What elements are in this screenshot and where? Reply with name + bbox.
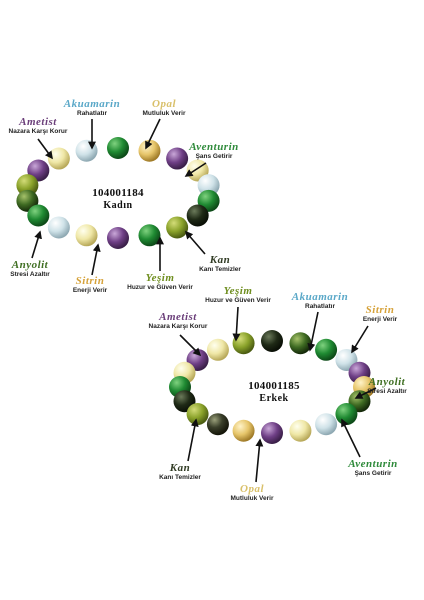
pointer-arrow	[255, 438, 264, 483]
label-kan: Kan Kanı Temizler	[190, 254, 250, 274]
stone-name: Kan	[169, 462, 191, 474]
yesim-bead	[16, 174, 39, 197]
stone-name: Aventurin	[189, 141, 239, 153]
pointer-arrow	[184, 162, 207, 177]
pointer-arrow	[341, 418, 361, 458]
stone-name: Kan	[209, 254, 231, 266]
opal-bead	[232, 419, 255, 442]
kan-bead	[186, 204, 209, 227]
opal-bead	[138, 139, 161, 162]
stone-benefit: Mutluluk Verir	[230, 495, 274, 502]
stone-benefit: Kanı Temizler	[199, 266, 241, 273]
akuamarin-bead	[47, 216, 70, 239]
pointer-arrow	[232, 306, 241, 342]
kan-bead	[206, 413, 229, 436]
stone-benefit: Stresi Azaltır	[10, 271, 50, 278]
stone-name: Akuamarin	[291, 291, 349, 303]
stone-name: Akuamarin	[63, 98, 121, 110]
stone-name: Opal	[240, 483, 264, 495]
sitrin-bead	[47, 147, 70, 170]
akuamarin-bead	[315, 413, 338, 436]
stone-benefit: Stresi Azaltır	[367, 388, 407, 395]
pointer-arrows	[31, 118, 377, 483]
label-sitrin: Sitrin Enerji Verir	[60, 275, 120, 295]
pointer-arrow	[351, 325, 369, 354]
stone-benefit: Şans Getirir	[195, 153, 233, 160]
stone-benefit: Nazara Karşı Korur	[148, 323, 208, 330]
ametist-bead	[166, 147, 189, 170]
bracelet-2	[169, 330, 375, 444]
label-ametist: Ametist Nazara Karşı Korur	[142, 311, 214, 331]
stone-name: Anyolit	[11, 259, 49, 271]
label-aventurin: Aventurin Şans Getirir	[176, 141, 252, 161]
stone-benefit: Enerji Verir	[72, 287, 108, 294]
aventurin-bead	[138, 224, 161, 247]
stone-benefit: Mutluluk Verir	[142, 110, 186, 117]
sitrin-bead	[75, 224, 98, 247]
pointer-arrow	[307, 311, 319, 352]
kan-bead	[261, 330, 283, 352]
stone-name: Sitrin	[365, 304, 395, 316]
ametist-bead	[261, 422, 283, 444]
product-gender: Erkek	[259, 393, 289, 404]
aventurin-bead	[107, 137, 129, 159]
pointer-arrow	[37, 138, 53, 160]
stone-name: Yeşim	[145, 272, 175, 284]
label-sitrin: Sitrin Enerji Verir	[350, 304, 410, 324]
sitrin-bead	[289, 419, 312, 442]
label-opal: Opal Mutluluk Verir	[128, 98, 200, 118]
label-ametist: Ametist Nazara Karşı Korur	[2, 116, 74, 136]
sitrin-bead	[206, 338, 229, 361]
pointer-arrow	[184, 230, 206, 255]
label-kan: Kan Kanı Temizler	[150, 462, 210, 482]
akuamarin-bead	[197, 174, 220, 197]
pointer-arrow	[179, 334, 202, 357]
pointer-arrow	[91, 243, 101, 276]
bracelet-2-code-block: 104001185 Erkek	[224, 380, 324, 405]
aventurin-bead	[27, 204, 50, 227]
stone-name: Ametist	[19, 116, 57, 128]
pointer-arrow	[354, 387, 377, 399]
label-aventurin: Aventurin Şans Getirir	[334, 458, 412, 478]
aventurin-bead	[335, 403, 358, 426]
aventurin-bead	[315, 338, 338, 361]
stone-name: Yeşim	[223, 285, 253, 297]
product-code: 104001185	[248, 380, 300, 392]
label-opal: Opal Mutluluk Verir	[216, 483, 288, 503]
pointer-arrow	[145, 118, 161, 150]
product-gender: Kadın	[103, 200, 133, 211]
stone-benefit: Huzur ve Güven Verir	[127, 284, 193, 291]
bracelet-1	[16, 137, 220, 249]
ametist-bead	[107, 227, 129, 249]
stone-benefit: Rahatlatır	[77, 110, 107, 117]
stone-name: Ametist	[159, 311, 197, 323]
pointer-arrow	[187, 418, 199, 462]
label-akuamarin: Akuamarin Rahatlatır	[56, 98, 128, 118]
stone-benefit: Enerji Verir	[362, 316, 398, 323]
yesim-bead	[186, 403, 209, 426]
stone-benefit: Nazara Karşı Korur	[8, 128, 68, 135]
yesim-bead	[166, 216, 189, 239]
stone-name: Sitrin	[75, 275, 105, 287]
stone-benefit: Şans Getirir	[354, 470, 392, 477]
product-code: 104001184	[92, 187, 144, 199]
stone-name: Opal	[152, 98, 176, 110]
stone-benefit: Huzur ve Güven Verir	[205, 297, 271, 304]
anyolit-bead	[289, 332, 312, 355]
stone-benefit: Kanı Temizler	[159, 474, 201, 481]
label-yesim: Yeşim Huzur ve Güven Verir	[112, 272, 208, 292]
stone-name: Aventurin	[348, 458, 398, 470]
label-anyolit: Anyolit Stresi Azaltır	[356, 376, 418, 396]
bracelet-1-code-block: 104001184 Kadın	[68, 187, 168, 212]
label-yesim: Yeşim Huzur ve Güven Verir	[190, 285, 286, 305]
label-anyolit: Anyolit Stresi Azaltır	[0, 259, 60, 279]
stone-name: Anyolit	[368, 376, 406, 388]
stone-benefit: Rahatlatır	[305, 303, 335, 310]
akuamarin-bead	[75, 139, 98, 162]
pointer-arrow	[31, 230, 42, 259]
label-akuamarin: Akuamarin Rahatlatır	[283, 291, 357, 311]
